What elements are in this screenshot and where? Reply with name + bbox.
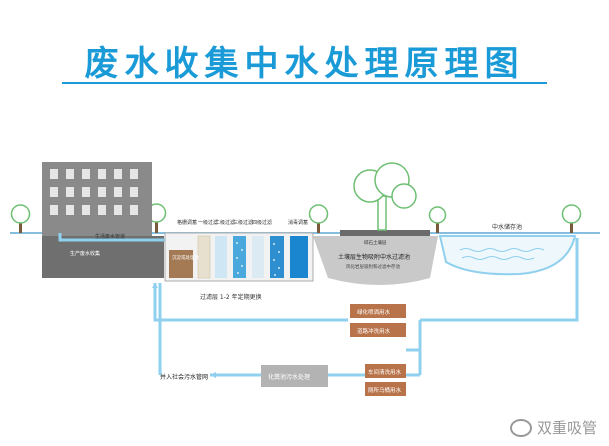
tank4-label: 三级过滤 [233, 219, 253, 226]
use4-label: 厕所马桶用水 [368, 386, 402, 394]
sewage-pipe [58, 233, 165, 242]
tree-icon [428, 206, 447, 233]
tree-icon [308, 204, 329, 233]
tank1-label: 格栅调蓄 [177, 219, 197, 226]
tank3-label: 二级过滤 [215, 219, 235, 226]
reuse-box-greening: 绿化喷洒用水 [350, 304, 406, 318]
wechat-icon [509, 418, 532, 437]
soil-filter-sub-label: 风化岩层吸附和过滤中存池 [346, 263, 400, 270]
production-collect-label: 生产废水收集 [70, 250, 100, 257]
septic-label: 化粪池污水处理 [268, 373, 310, 381]
reuse-box-road: 道路冲洗用水 [350, 323, 406, 337]
reuse-box-workshop: 车间清洗用水 [365, 364, 406, 378]
soil-filter-basin [313, 162, 438, 285]
storage-outflow-pipe [420, 238, 579, 322]
arrow-icon [210, 372, 216, 378]
septic-box: 化粪池污水处理 [261, 365, 328, 387]
storage-label: 中水储存池 [492, 223, 522, 231]
tree-icon [561, 204, 582, 233]
diagram-title: 废水收集中水处理原理图 [84, 44, 525, 84]
tank2-label: 一级过滤 [198, 219, 218, 226]
watermark-text: 双重吸管 [536, 419, 597, 437]
sewage-pipe-label: 生活废水管道 [95, 233, 125, 240]
reuse-box-toilet: 厕所马桶用水 [365, 382, 406, 396]
factory-building [42, 162, 164, 278]
use2-label: 道路冲洗用水 [357, 327, 391, 335]
tank6-label: 消毒调蓄 [288, 219, 308, 226]
tree-icon [10, 204, 31, 233]
treatment-tanks [164, 232, 314, 282]
soil-layer-label: 碎石土壤层 [364, 239, 387, 246]
tank5-label: 四级过滤 [252, 219, 272, 226]
use3-label: 车间清洗用水 [368, 368, 402, 376]
use1-label: 绿化喷洒用水 [357, 308, 391, 316]
tank1-sub-label: 沉淀或处理池 [172, 254, 199, 261]
arrow-icon [152, 283, 158, 288]
filter-note: 过滤层 1-2 年定期更换 [200, 293, 262, 301]
title-underline [62, 82, 547, 84]
soil-filter-label: 土壤层生物吸附中水过滤池 [338, 253, 410, 261]
sewer-label: 并入社会污水管网 [160, 373, 208, 381]
return-pipe-upper [153, 283, 348, 322]
watermark: 双重吸管 [509, 417, 597, 438]
storage-tank [438, 235, 577, 276]
